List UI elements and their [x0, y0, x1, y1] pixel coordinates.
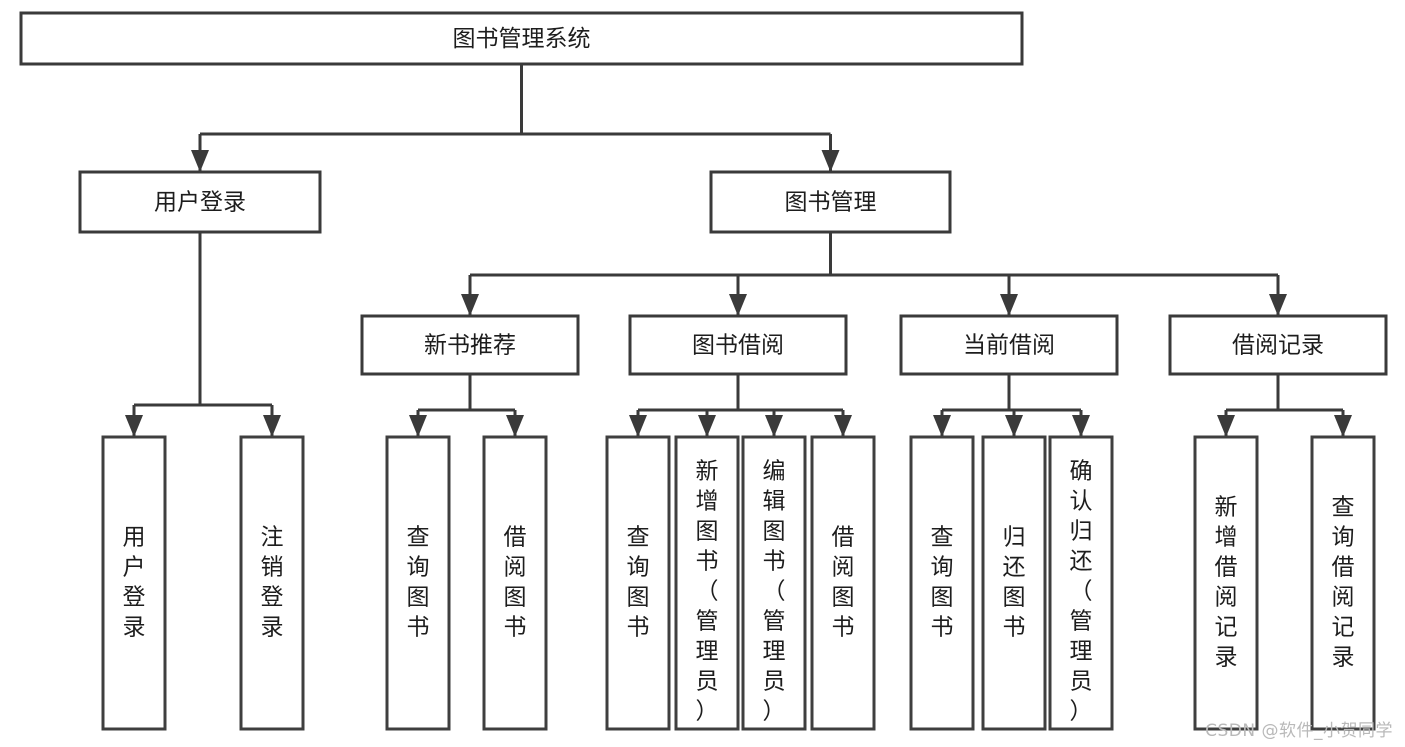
node-box — [605, 435, 671, 731]
node-box — [909, 435, 975, 731]
connector-arrowhead — [1334, 415, 1352, 437]
node-label: 图书管理系统 — [453, 26, 591, 52]
node-label: 新增图书（管理员） — [696, 459, 719, 725]
connector-arrowhead — [698, 415, 716, 437]
node-leaf-查询图书[interactable]: 查询图书 — [605, 435, 671, 731]
node-leaf-新增借阅记录[interactable]: 新增借阅记录 — [1193, 435, 1259, 731]
connector-arrowhead — [1000, 294, 1018, 316]
node-branch-新书推荐[interactable]: 新书推荐 — [360, 314, 580, 376]
node-branch-当前借阅[interactable]: 当前借阅 — [899, 314, 1119, 376]
connector-arrowhead — [125, 415, 143, 437]
connector-arrowhead — [1072, 415, 1090, 437]
node-label: 用户登录 — [123, 525, 146, 641]
node-label: 借阅记录 — [1232, 333, 1324, 359]
node-box — [1193, 435, 1259, 731]
node-branch-图书借阅[interactable]: 图书借阅 — [628, 314, 848, 376]
node-leaf-归还图书[interactable]: 归还图书 — [981, 435, 1047, 731]
node-leaf-确认归还管理员[interactable]: 确认归还（管理员） — [1048, 435, 1114, 731]
node-label: 归还图书 — [1003, 525, 1026, 641]
node-box — [981, 435, 1047, 731]
node-box — [1310, 435, 1376, 731]
node-box — [239, 435, 305, 731]
connector-arrowhead — [933, 415, 951, 437]
node-box — [385, 435, 451, 731]
node-leaf-借阅图书[interactable]: 借阅图书 — [810, 435, 876, 731]
node-box — [78, 170, 322, 234]
node-root-图书管理系统[interactable]: 图书管理系统 — [19, 11, 1024, 66]
node-label: 借阅图书 — [832, 525, 855, 641]
node-box — [709, 170, 952, 234]
node-box — [810, 435, 876, 731]
node-label: 新书推荐 — [424, 333, 516, 359]
node-label: 编辑图书（管理员） — [763, 459, 786, 725]
node-box — [482, 435, 548, 731]
connector-arrowhead — [506, 415, 524, 437]
node-box — [741, 435, 807, 731]
connector-arrowhead — [834, 415, 852, 437]
connector-arrowhead — [461, 294, 479, 316]
connector-arrowhead — [729, 294, 747, 316]
node-leaf-查询图书[interactable]: 查询图书 — [385, 435, 451, 731]
node-leaf-新增图书管理员[interactable]: 新增图书（管理员） — [674, 435, 740, 731]
node-label: 图书管理 — [785, 190, 877, 216]
node-label: 当前借阅 — [963, 333, 1055, 359]
connector-arrowhead — [263, 415, 281, 437]
node-label: 图书借阅 — [692, 333, 784, 359]
connector-arrowhead — [409, 415, 427, 437]
node-box — [101, 435, 167, 731]
node-box — [899, 314, 1119, 376]
node-box — [1048, 435, 1114, 731]
node-branch-用户登录[interactable]: 用户登录 — [78, 170, 322, 234]
node-label: 查询借阅记录 — [1332, 495, 1355, 671]
node-label: 查询图书 — [407, 525, 430, 641]
node-label: 用户登录 — [154, 190, 246, 216]
node-box — [674, 435, 740, 731]
node-label: 查询图书 — [627, 525, 650, 641]
connector-arrowhead — [1269, 294, 1287, 316]
node-label: 注销登录 — [261, 525, 284, 641]
node-box — [1168, 314, 1388, 376]
connector-arrowhead — [1217, 415, 1235, 437]
node-leaf-注销登录[interactable]: 注销登录 — [239, 435, 305, 731]
node-box — [628, 314, 848, 376]
node-box — [19, 11, 1024, 66]
node-label: 借阅图书 — [504, 525, 527, 641]
node-label: 查询图书 — [931, 525, 954, 641]
connector-arrowhead — [191, 150, 209, 172]
node-leaf-编辑图书管理员[interactable]: 编辑图书（管理员） — [741, 435, 807, 731]
node-box — [360, 314, 580, 376]
connector-arrowhead — [629, 415, 647, 437]
node-branch-借阅记录[interactable]: 借阅记录 — [1168, 314, 1388, 376]
node-leaf-借阅图书[interactable]: 借阅图书 — [482, 435, 548, 731]
connector-layer — [125, 64, 1352, 437]
node-leaf-查询借阅记录[interactable]: 查询借阅记录 — [1310, 435, 1376, 731]
watermark-label: CSDN @软件_小贺同学 — [1205, 721, 1393, 741]
connector-arrowhead — [821, 150, 840, 172]
node-label: 新增借阅记录 — [1215, 495, 1238, 671]
node-leaf-查询图书[interactable]: 查询图书 — [909, 435, 975, 731]
node-layer: 图书管理系统用户登录图书管理新书推荐图书借阅当前借阅借阅记录用户登录注销登录查询… — [19, 11, 1388, 731]
connector-arrowhead — [765, 415, 783, 437]
node-label: 确认归还（管理员） — [1070, 459, 1093, 725]
node-leaf-用户登录[interactable]: 用户登录 — [101, 435, 167, 731]
node-branch-图书管理[interactable]: 图书管理 — [709, 170, 952, 234]
connector-arrowhead — [1005, 415, 1023, 437]
